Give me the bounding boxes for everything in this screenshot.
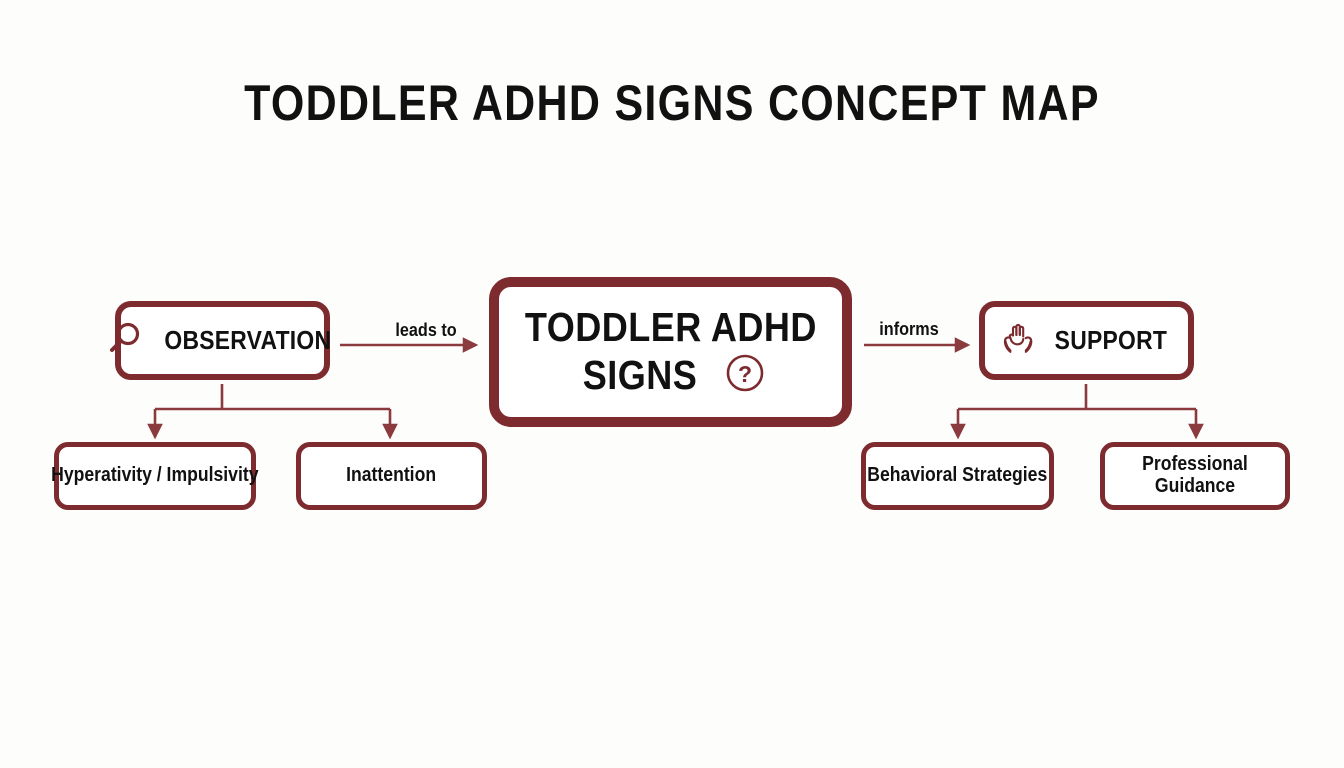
node-behavioral-strategies[interactable]: Behavioral Strategies [861,442,1054,510]
center-node-line1: TODDLER ADHD [524,304,817,351]
support-content: SUPPORT [998,318,1175,363]
edge-label-informs: informs [879,319,939,339]
leaf-label: Inattention [346,464,437,487]
svg-text:?: ? [738,361,752,387]
node-observation[interactable]: OBSERVATION [110,301,331,380]
center-node-line2-row: SIGNS ? [575,352,765,399]
center-node-content: TODDLER ADHD SIGNS ? [505,305,837,398]
helping-hands-icon [998,318,1038,363]
magnifying-glass-icon [106,319,144,362]
node-support[interactable]: SUPPORT [979,301,1194,380]
leaf-label: Professional Guidance [1142,453,1248,497]
center-node-line2: SIGNS [583,351,698,398]
observation-content: OBSERVATION [106,319,343,362]
node-inattention[interactable]: Inattention [296,442,487,510]
support-label: SUPPORT [1054,325,1168,356]
node-professional-guidance[interactable]: Professional Guidance [1100,442,1290,510]
page-title: TODDLER ADHD SIGNS CONCEPT MAP [244,75,1100,131]
node-toddler-adhd-signs[interactable]: TODDLER ADHD SIGNS ? [489,277,852,427]
leaf-label: Hyperativity / Impulsivity [51,464,259,487]
node-hyperactivity-impulsivity[interactable]: Hyperativity / Impulsivity [51,442,259,510]
question-circle-icon: ? [724,352,766,399]
edge-label-leads-to: leads to [395,320,457,340]
leaf-label: Behavioral Strategies [867,464,1048,487]
observation-label: OBSERVATION [164,325,332,356]
